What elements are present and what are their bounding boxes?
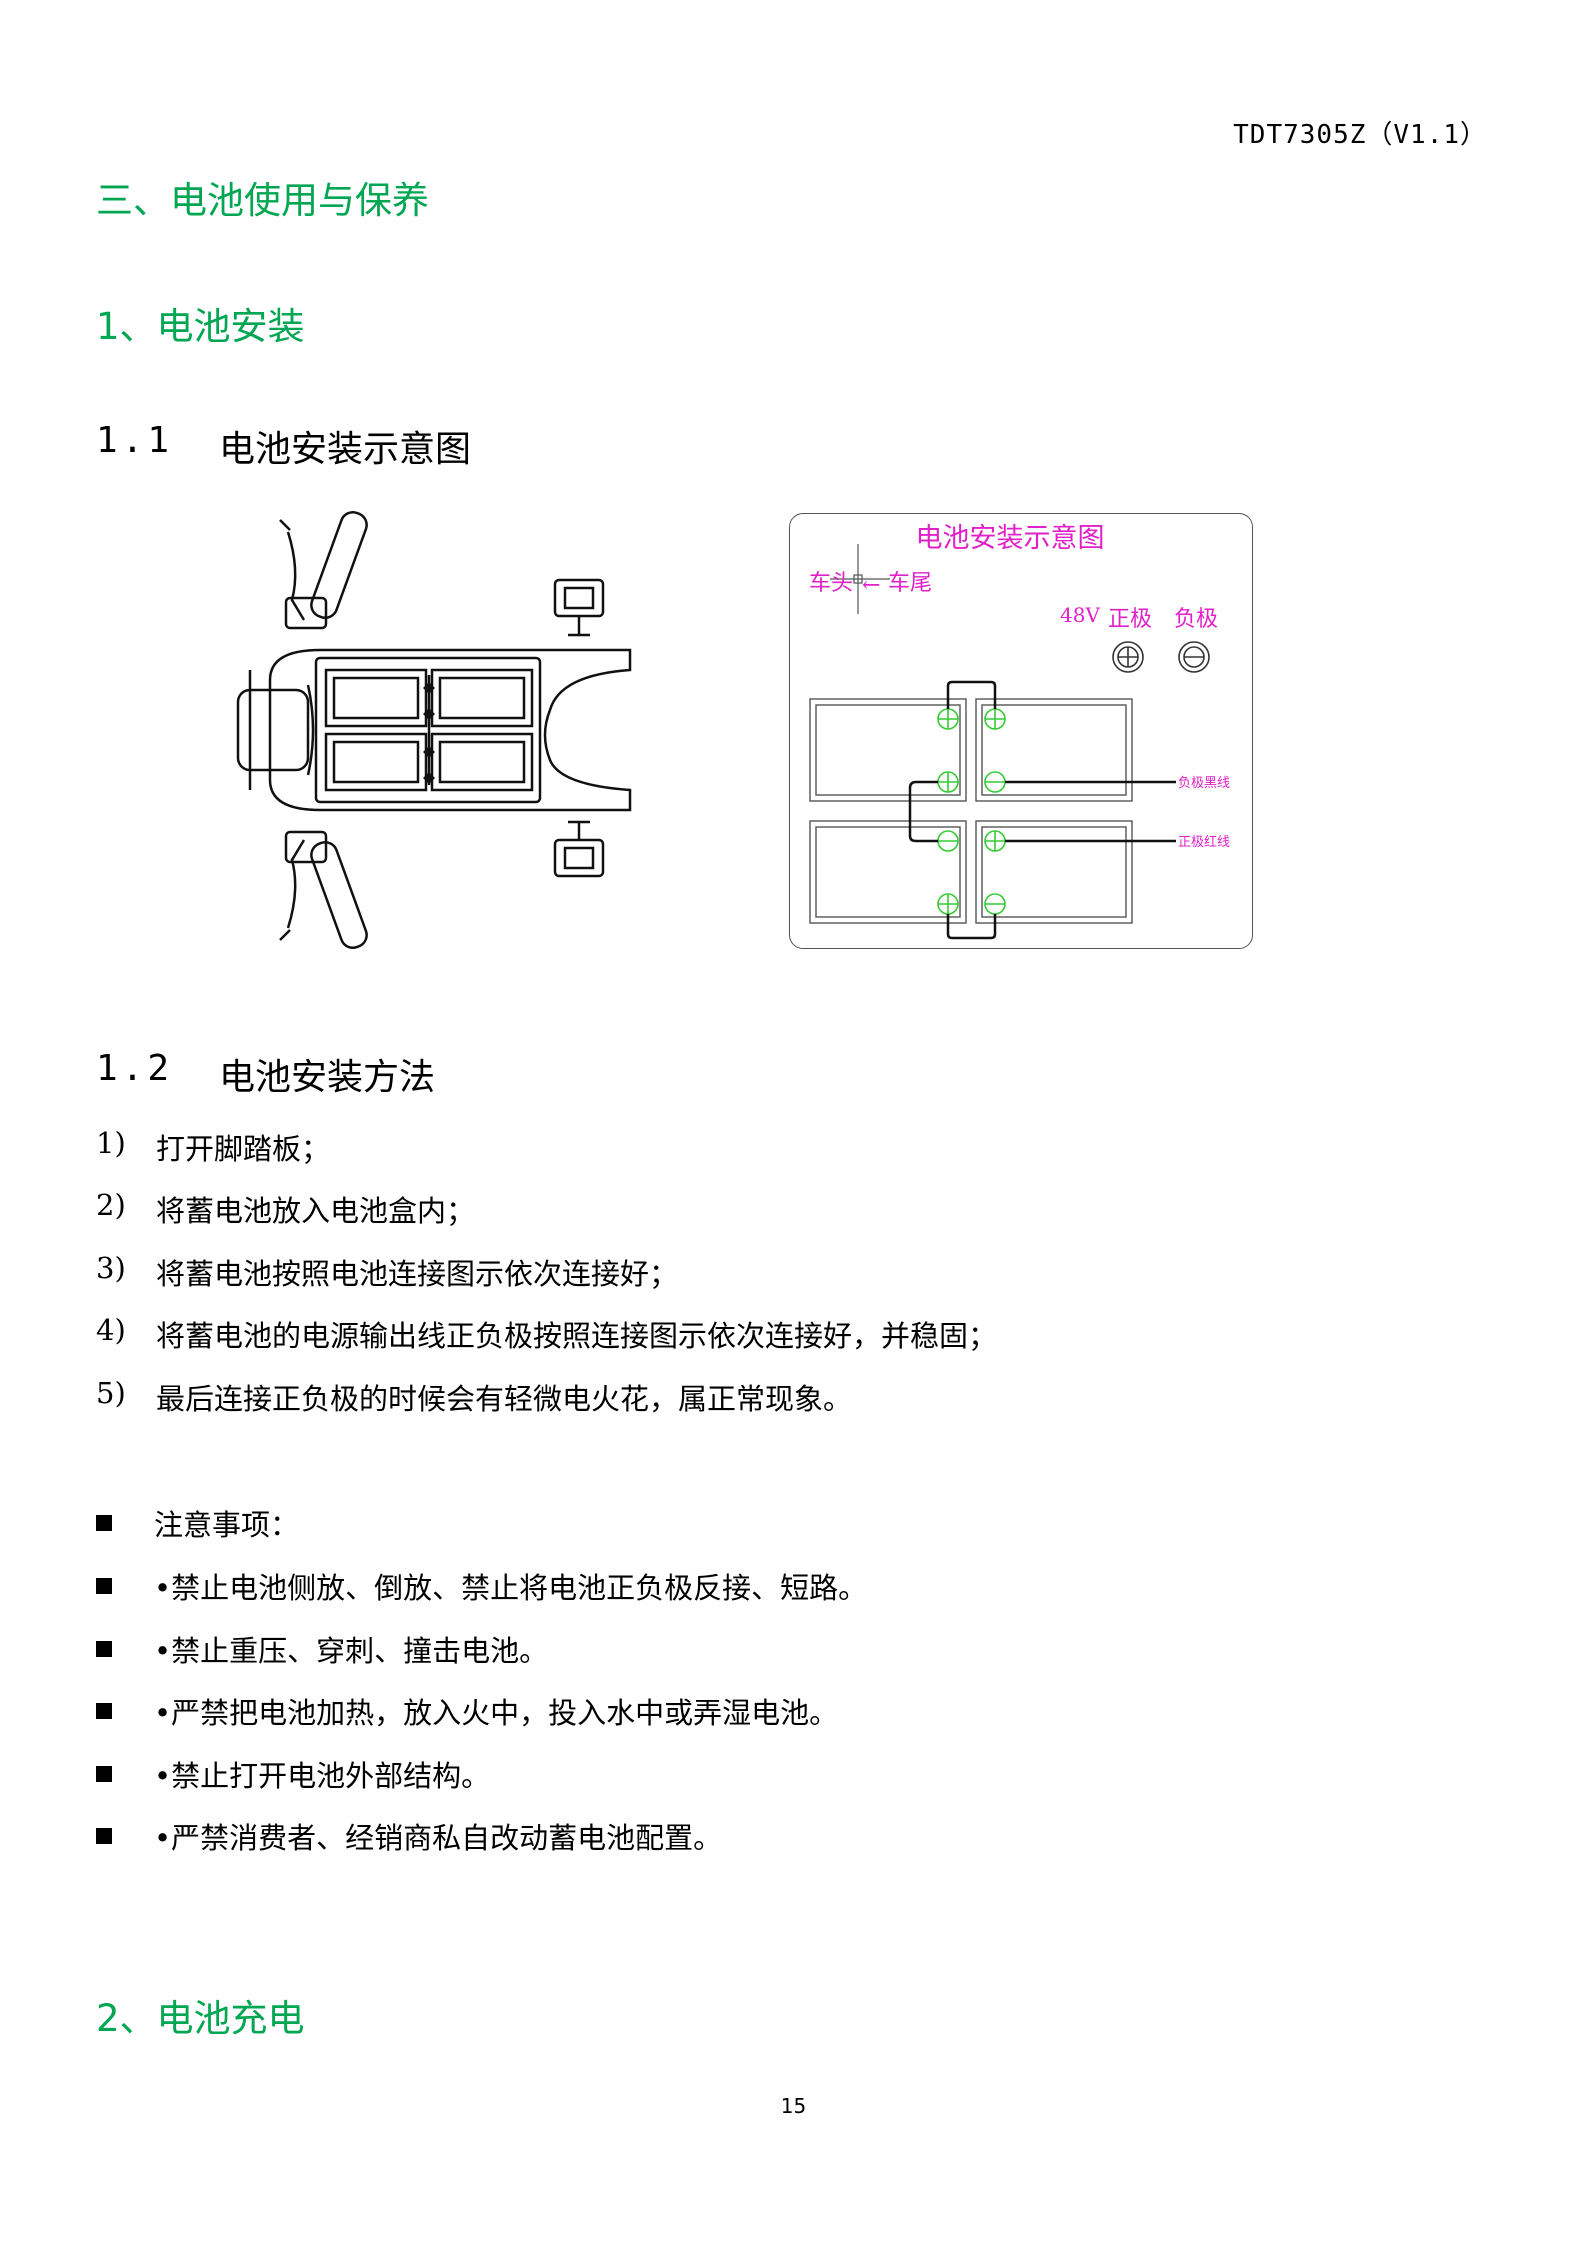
negative-label: 负极 [1174, 607, 1218, 632]
step-number: 3) [96, 1251, 126, 1285]
positive-wire-label: 正极红线 [1178, 834, 1230, 850]
note-item: •禁止重压、穿刺、撞击电池。 [96, 1628, 548, 1670]
diagram-title: 电池安装示意图 [916, 523, 1105, 554]
bullet-square-icon [96, 1515, 112, 1531]
bullet-square-icon [96, 1578, 112, 1594]
subsection-title: 电池安装方法 [219, 1057, 436, 1098]
note-item: •严禁把电池加热，放入火中，投入水中或弄湿电池。 [96, 1690, 838, 1732]
battery-wiring-diagram: 电池安装示意图 车头 ← 车尾 48V 正极 负极 [789, 513, 1253, 949]
bullet-square-icon [96, 1641, 112, 1657]
note-text: •严禁消费者、经销商私自改动蓄电池配置。 [154, 1821, 723, 1855]
step-number: 1) [96, 1126, 126, 1160]
step-text: 将蓄电池放入电池盒内； [156, 1194, 476, 1228]
subsection-title-charging: 2、电池充电 [96, 1997, 305, 2040]
subsection-number: 1.2 [96, 1048, 174, 1089]
step-text: 打开脚踏板； [156, 1132, 331, 1166]
list-item: 1) 打开脚踏板； [96, 1126, 330, 1168]
positive-label: 正极 [1108, 607, 1152, 632]
subsection-1-2-heading: 1.2 电池安装方法 [96, 1048, 435, 1100]
note-item: •禁止打开电池外部结构。 [96, 1753, 490, 1795]
list-item: 3) 将蓄电池按照电池连接图示依次连接好； [96, 1251, 678, 1293]
direction-arrow: ← [862, 573, 880, 598]
section-title: 三、电池使用与保养 [96, 179, 429, 222]
list-item: 2) 将蓄电池放入电池盒内； [96, 1188, 475, 1230]
list-item: 4) 将蓄电池的电源输出线正负极按照连接图示依次连接好，并稳固； [96, 1313, 997, 1355]
subsection-title: 电池安装示意图 [219, 429, 472, 470]
voltage-label: 48V [1060, 603, 1100, 627]
step-number: 5) [96, 1376, 126, 1410]
negative-wire-label: 负极黑线 [1178, 776, 1230, 791]
step-number: 4) [96, 1313, 126, 1347]
bullet-square-icon [96, 1828, 112, 1844]
note-item: •严禁消费者、经销商私自改动蓄电池配置。 [96, 1815, 722, 1857]
rear-label: 车尾 [888, 571, 932, 596]
note-text: •禁止电池侧放、倒放、禁止将电池正负极反接、短路。 [154, 1571, 868, 1605]
step-text: 最后连接正负极的时候会有轻微电火花，属正常现象。 [156, 1382, 853, 1416]
list-item: 5) 最后连接正负极的时候会有轻微电火花，属正常现象。 [96, 1376, 852, 1418]
scooter-top-view-drawing [236, 511, 632, 949]
note-item: 注意事项： [96, 1502, 299, 1544]
bullet-square-icon [96, 1766, 112, 1782]
page-number: 15 [780, 2094, 807, 2118]
note-text: •禁止重压、穿刺、撞击电池。 [154, 1634, 549, 1668]
note-text: •严禁把电池加热，放入火中，投入水中或弄湿电池。 [154, 1696, 839, 1730]
front-label: 车头 [809, 571, 853, 596]
bullet-square-icon [96, 1703, 112, 1719]
subsection-1-1-heading: 1.1 电池安装示意图 [96, 420, 471, 472]
step-number: 2) [96, 1188, 126, 1222]
step-text: 将蓄电池按照电池连接图示依次连接好； [156, 1257, 679, 1291]
subsection-number: 1.1 [96, 420, 174, 461]
note-text: •禁止打开电池外部结构。 [154, 1759, 491, 1793]
subsection-title-install: 1、电池安装 [96, 305, 305, 348]
battery-wiring-svg: 电池安装示意图 车头 ← 车尾 48V 正极 负极 [809, 523, 1230, 940]
step-text: 将蓄电池的电源输出线正负极按照连接图示依次连接好，并稳固； [156, 1319, 998, 1353]
note-text: 注意事项： [154, 1508, 300, 1542]
document-id: TDT7305Z（V1.1） [1233, 120, 1487, 150]
note-item: •禁止电池侧放、倒放、禁止将电池正负极反接、短路。 [96, 1565, 867, 1607]
